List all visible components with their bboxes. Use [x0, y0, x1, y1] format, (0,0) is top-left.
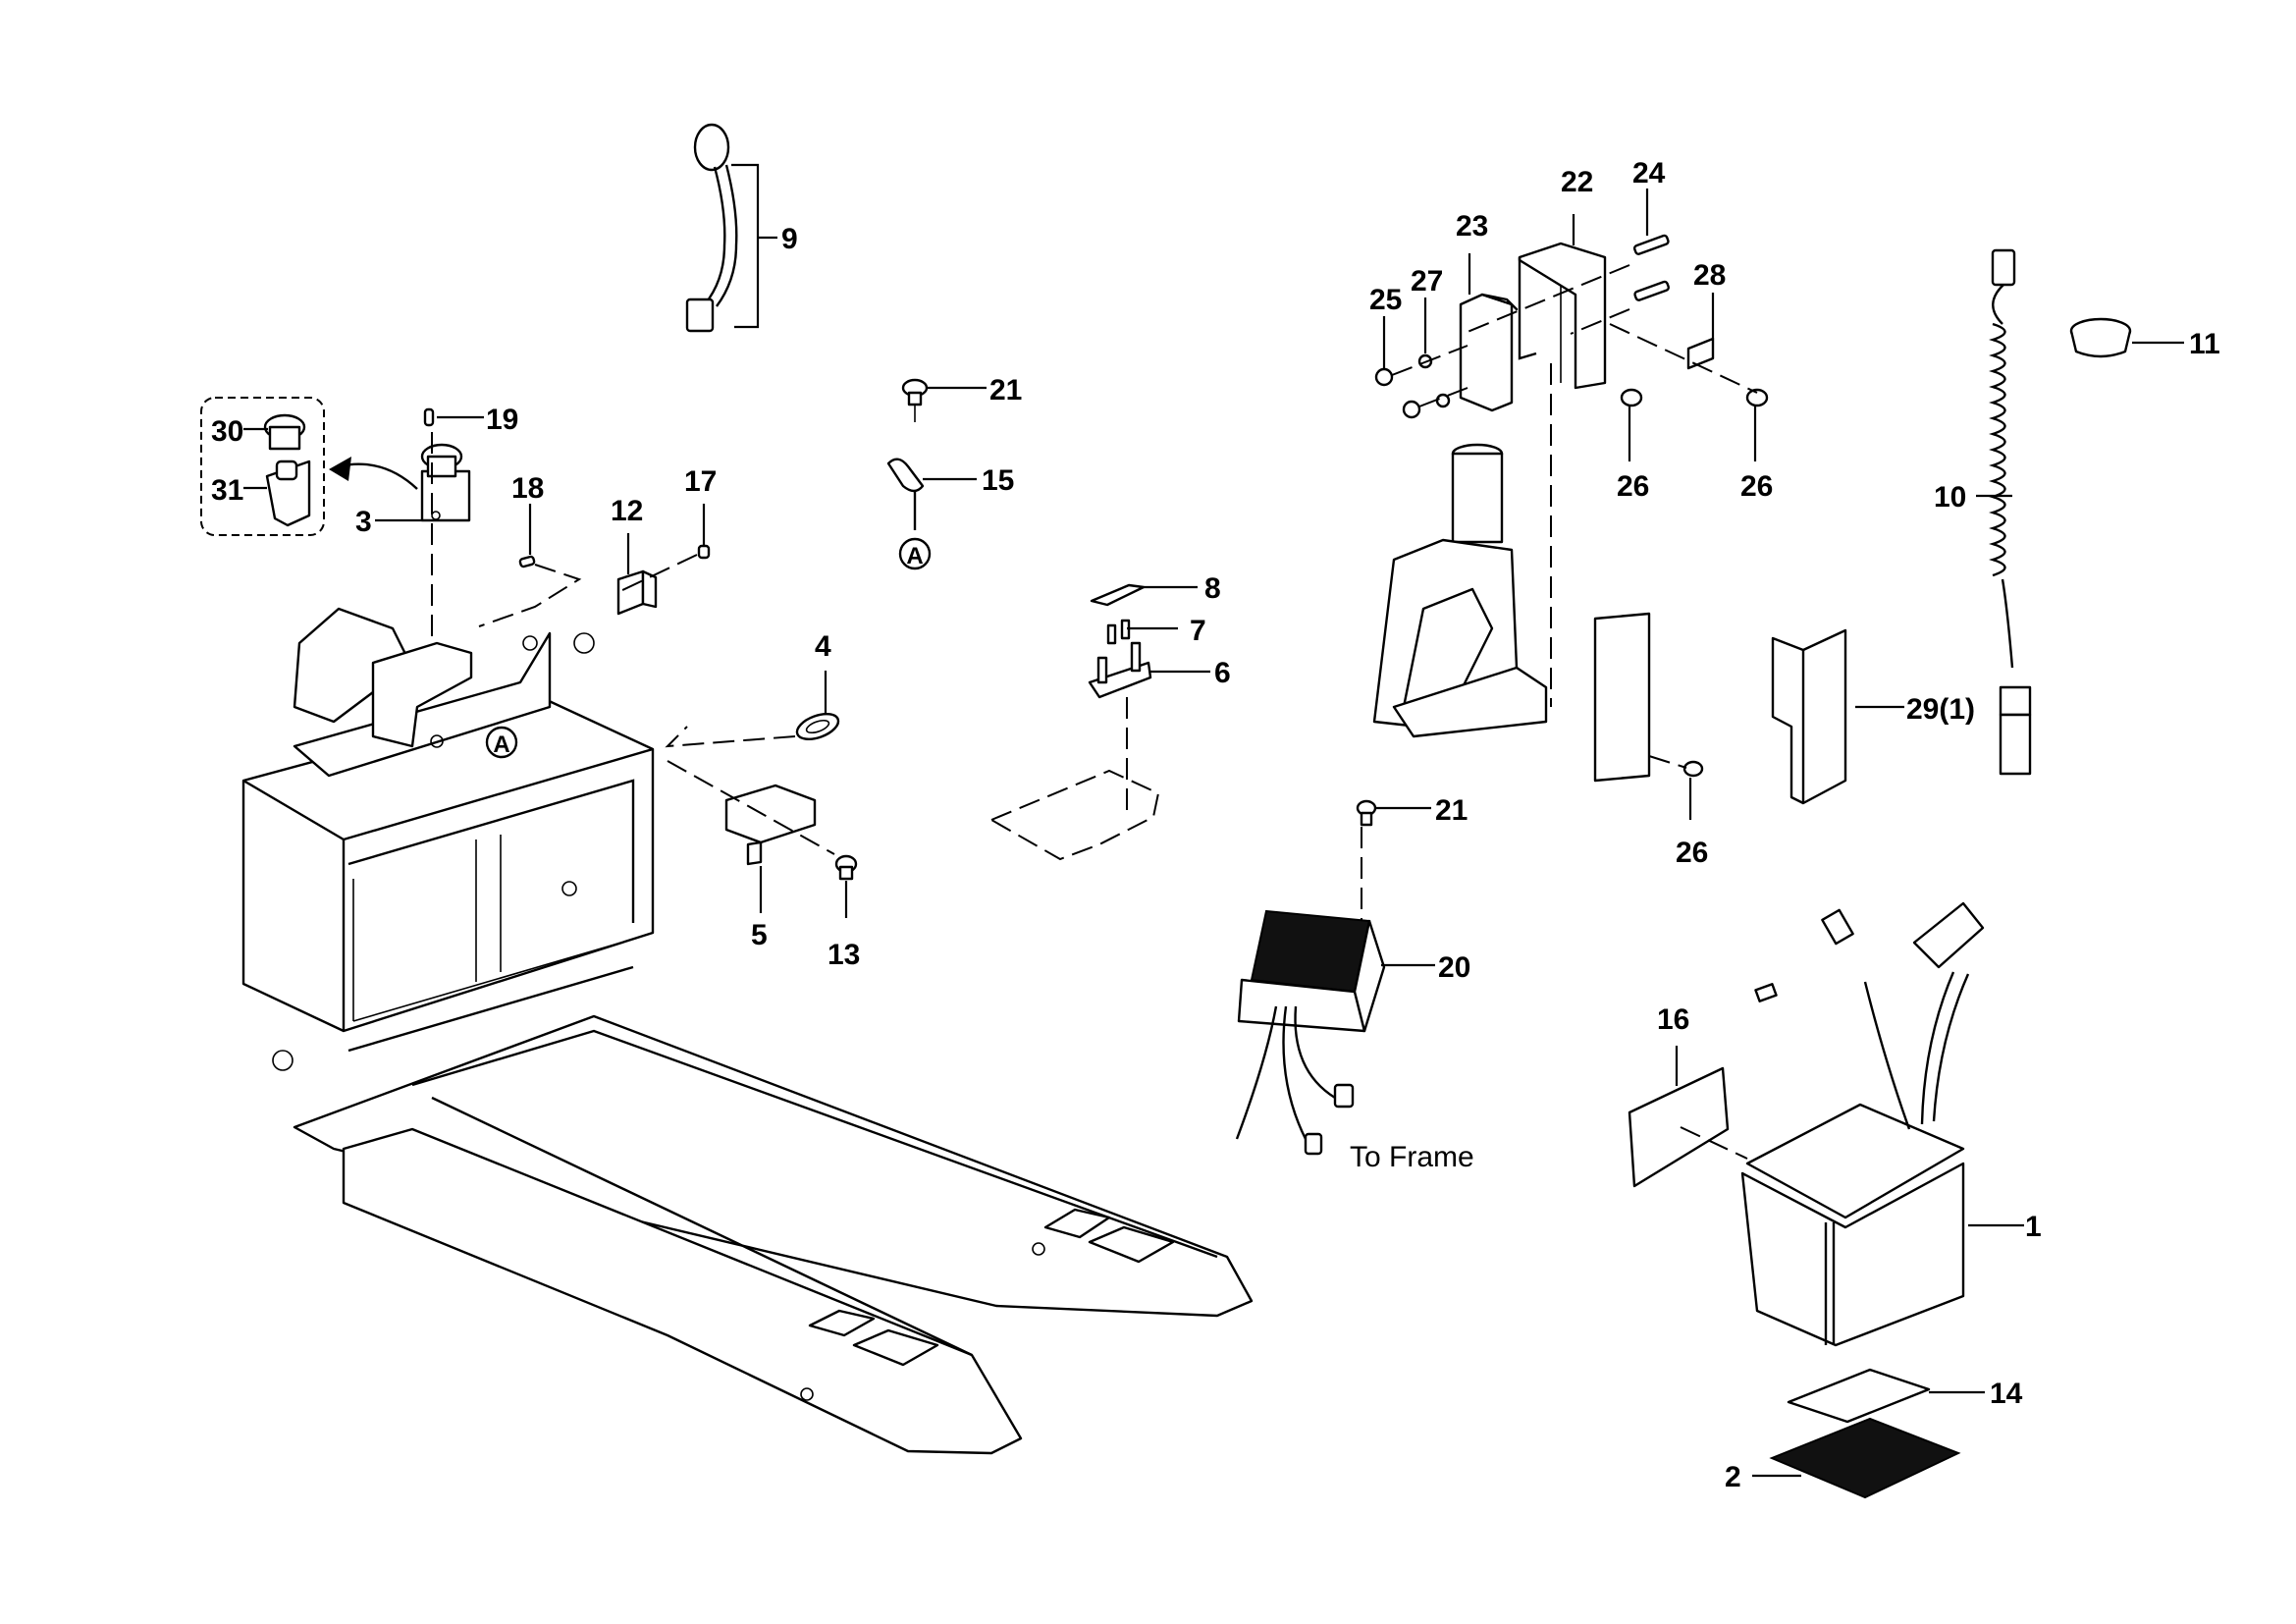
truck-frame	[241, 607, 1254, 1455]
foam-pad-part-16	[1628, 1066, 1730, 1188]
callout-labels: 1 2 3 4 5 6 7 8 9 10 11 12 13	[211, 157, 2220, 1493]
callout-8: 8	[1204, 572, 1221, 605]
assembly-line	[1609, 323, 1758, 394]
terminal-block-part-6	[1088, 641, 1152, 699]
callout-18: 18	[511, 472, 544, 505]
assembly-line	[665, 726, 796, 748]
callout-15: 15	[982, 464, 1014, 497]
callout-19: 19	[486, 404, 518, 436]
callout-4: 4	[815, 630, 831, 663]
pad-part-14	[1787, 1368, 1931, 1424]
callout-5: 5	[751, 919, 768, 951]
steering-column	[1372, 443, 1548, 738]
curved-arrow	[329, 457, 418, 490]
nut-part-25	[1374, 367, 1421, 419]
battery-part-1	[1740, 901, 1985, 1347]
callout-27: 27	[1411, 265, 1443, 298]
mounting-plate	[988, 769, 1160, 861]
screw-part-18	[518, 555, 536, 568]
screw-part-7	[1106, 619, 1131, 645]
bolt-part-21-charger	[1356, 799, 1377, 827]
relay-part-12	[616, 569, 658, 616]
controller-bracket-part-22	[1518, 242, 1607, 390]
callout-13: 13	[828, 939, 860, 971]
reference-marker-a-frame: A	[485, 726, 518, 759]
key-switch-part-3	[420, 443, 471, 522]
assembly-line	[1391, 345, 1468, 376]
callout-7: 7	[1190, 615, 1206, 647]
callout-26-a: 26	[1617, 470, 1649, 503]
callout-30: 30	[211, 415, 243, 448]
cover-plate	[1593, 612, 1651, 783]
callout-28: 28	[1693, 259, 1726, 292]
reference-marker-a-clamp: A	[898, 537, 932, 570]
callout-20: 20	[1438, 951, 1470, 984]
assembly-line	[667, 760, 835, 855]
bolt-part-24	[1632, 234, 1670, 301]
callout-3: 3	[355, 506, 372, 538]
horn-harness-part-9	[685, 123, 760, 333]
callout-22: 22	[1561, 166, 1593, 198]
clip-part-28	[1686, 337, 1715, 370]
screw-part-19	[423, 407, 435, 427]
callout-24: 24	[1632, 157, 1666, 189]
callout-16: 16	[1657, 1003, 1689, 1036]
to-frame-note: To Frame	[1350, 1141, 1474, 1173]
callout-14: 14	[1990, 1378, 2023, 1410]
cover-plate-part-29	[1771, 628, 1847, 805]
assembly-line	[1680, 1126, 1748, 1160]
controller-part-23	[1459, 293, 1519, 412]
charger-part-20	[1235, 909, 1386, 1156]
assembly-line	[1418, 387, 1468, 407]
bolt-part-13	[834, 854, 858, 881]
power-cord-part-10	[1989, 248, 2032, 776]
callout-12: 12	[611, 495, 643, 527]
callout-29-1: 29(1)	[1906, 693, 1975, 726]
svg-text:A: A	[493, 731, 509, 758]
callout-6: 6	[1214, 657, 1231, 689]
screw-part-17	[697, 544, 711, 560]
bracket-part-5	[724, 784, 817, 866]
clamp-part-15	[886, 458, 925, 530]
fuse-part-8	[1090, 583, 1146, 607]
assembly-line	[1648, 755, 1687, 769]
grommet-part-4	[795, 713, 840, 740]
svg-text:A: A	[906, 543, 923, 569]
cap-part-11	[2069, 317, 2132, 358]
callout-9: 9	[781, 223, 798, 255]
key-switch-inset	[200, 397, 325, 536]
bolt-part-26-top	[1620, 388, 1769, 407]
callout-31: 31	[211, 474, 243, 507]
callout-21-charger: 21	[1435, 794, 1468, 827]
callout-17: 17	[684, 465, 717, 498]
assembly-line	[617, 554, 698, 593]
callout-2: 2	[1725, 1461, 1741, 1493]
callout-10: 10	[1934, 481, 1966, 514]
assembly-line	[1570, 308, 1630, 335]
mat-part-2	[1769, 1417, 1961, 1499]
callout-11: 11	[2189, 328, 2220, 360]
callout-26-c: 26	[1676, 837, 1708, 869]
callout-23: 23	[1456, 210, 1488, 243]
bolt-part-21-top	[901, 378, 929, 422]
callout-21-top: 21	[989, 374, 1022, 406]
assembly-line	[478, 564, 582, 627]
bolt-part-26-bottom	[1682, 760, 1704, 778]
callout-1: 1	[2025, 1211, 2042, 1243]
callout-25: 25	[1369, 284, 1402, 316]
callout-26-b: 26	[1740, 470, 1773, 503]
